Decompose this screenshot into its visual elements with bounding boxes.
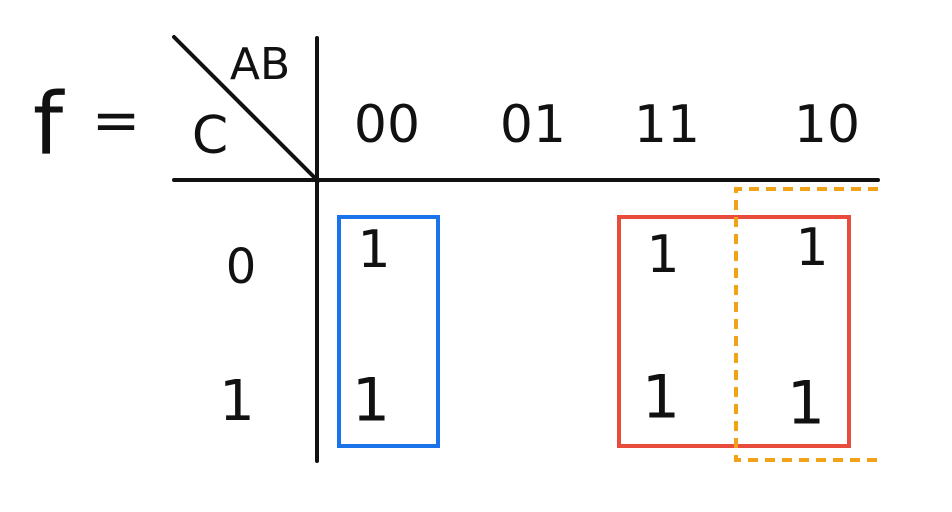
row-header-1: 1	[219, 369, 255, 434]
equals-sign: =	[92, 86, 141, 154]
column-header-10: 10	[794, 95, 860, 155]
cell-0-00: 1	[357, 220, 390, 280]
orange-wrap-group-outline	[734, 187, 878, 462]
corner-top-label: AB	[230, 39, 290, 90]
corner-left-label: C	[192, 106, 228, 166]
blue-group-outline	[337, 215, 440, 448]
cell-0-11: 1	[646, 225, 679, 285]
column-header-00: 00	[354, 95, 420, 155]
column-header-11: 11	[634, 95, 700, 155]
function-label: f	[33, 74, 65, 174]
cell-1-11: 1	[642, 363, 680, 433]
row-header-0: 0	[226, 239, 257, 295]
cell-1-10: 1	[787, 369, 825, 439]
column-header-01: 01	[500, 95, 566, 155]
cell-1-00: 1	[352, 366, 390, 436]
cell-0-10: 1	[795, 218, 828, 278]
corner-diagonal	[172, 35, 320, 183]
